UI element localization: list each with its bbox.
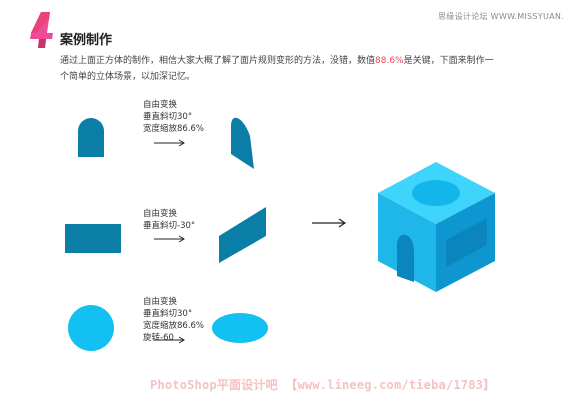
ellipse-shape-transformed [212,313,268,343]
isometric-cube-result [378,162,495,292]
section-number-badge [30,12,53,48]
right-arrow-icon [154,336,185,344]
step-2-line: 垂直斜切-30° [143,221,196,231]
intro-paragraph: 通过上面正方体的制作，相信大家大概了解了面片规则变形的方法，没错，数值88.6%… [60,53,500,85]
step-3-instructions: 自由变换 垂直斜切30° 宽度缩放86.6% 旋转-60 [143,296,204,344]
result-arrow-icon [312,218,347,228]
step-3-line: 自由变换 [143,297,178,307]
rectangle-shape-original [65,224,121,253]
arch-shape-original [78,118,104,157]
section-title: 案例制作 [60,33,113,48]
step-3-line: 垂直斜切30° [143,309,193,319]
intro-text-after: 是关键，下面来制作一个简单的立体场景，以加深记忆。 [60,56,494,82]
cube-top-ellipse [412,180,460,206]
step-1-line: 垂直斜切30° [143,112,193,122]
intro-text-before: 通过上面正方体的制作，相信大家大概了解了面片规则变形的方法，没错，数值 [60,56,376,66]
circle-shape-original [68,305,114,351]
step-1-line: 宽度缩放86.6% [143,124,205,134]
right-arrow-icon [154,235,185,243]
step-2-line: 自由变换 [143,209,178,219]
cube-window-panel [446,218,487,267]
cube-door-arch [397,234,414,282]
step-3-line: 宽度缩放86.6% [143,321,205,331]
step-3-line: 旋转-60 [143,333,174,343]
arch-shape-transformed [231,117,254,169]
number-four-icon [30,12,53,48]
watermark: PhotoShop平面设计吧 【www.lineeg.com/tieba/178… [150,378,496,392]
step-1-instructions: 自由变换 垂直斜切30° 宽度缩放86.6% [143,99,204,135]
rectangle-shape-transformed [219,207,266,263]
step-2-instructions: 自由变换 垂直斜切-30° [143,208,195,232]
intro-highlight-value: 88.6% [375,56,404,66]
site-mark: 思缘设计论坛 WWW.MISSYUAN.NET [438,12,564,21]
right-arrow-icon [154,139,185,147]
step-1-line: 自由变换 [143,100,178,110]
